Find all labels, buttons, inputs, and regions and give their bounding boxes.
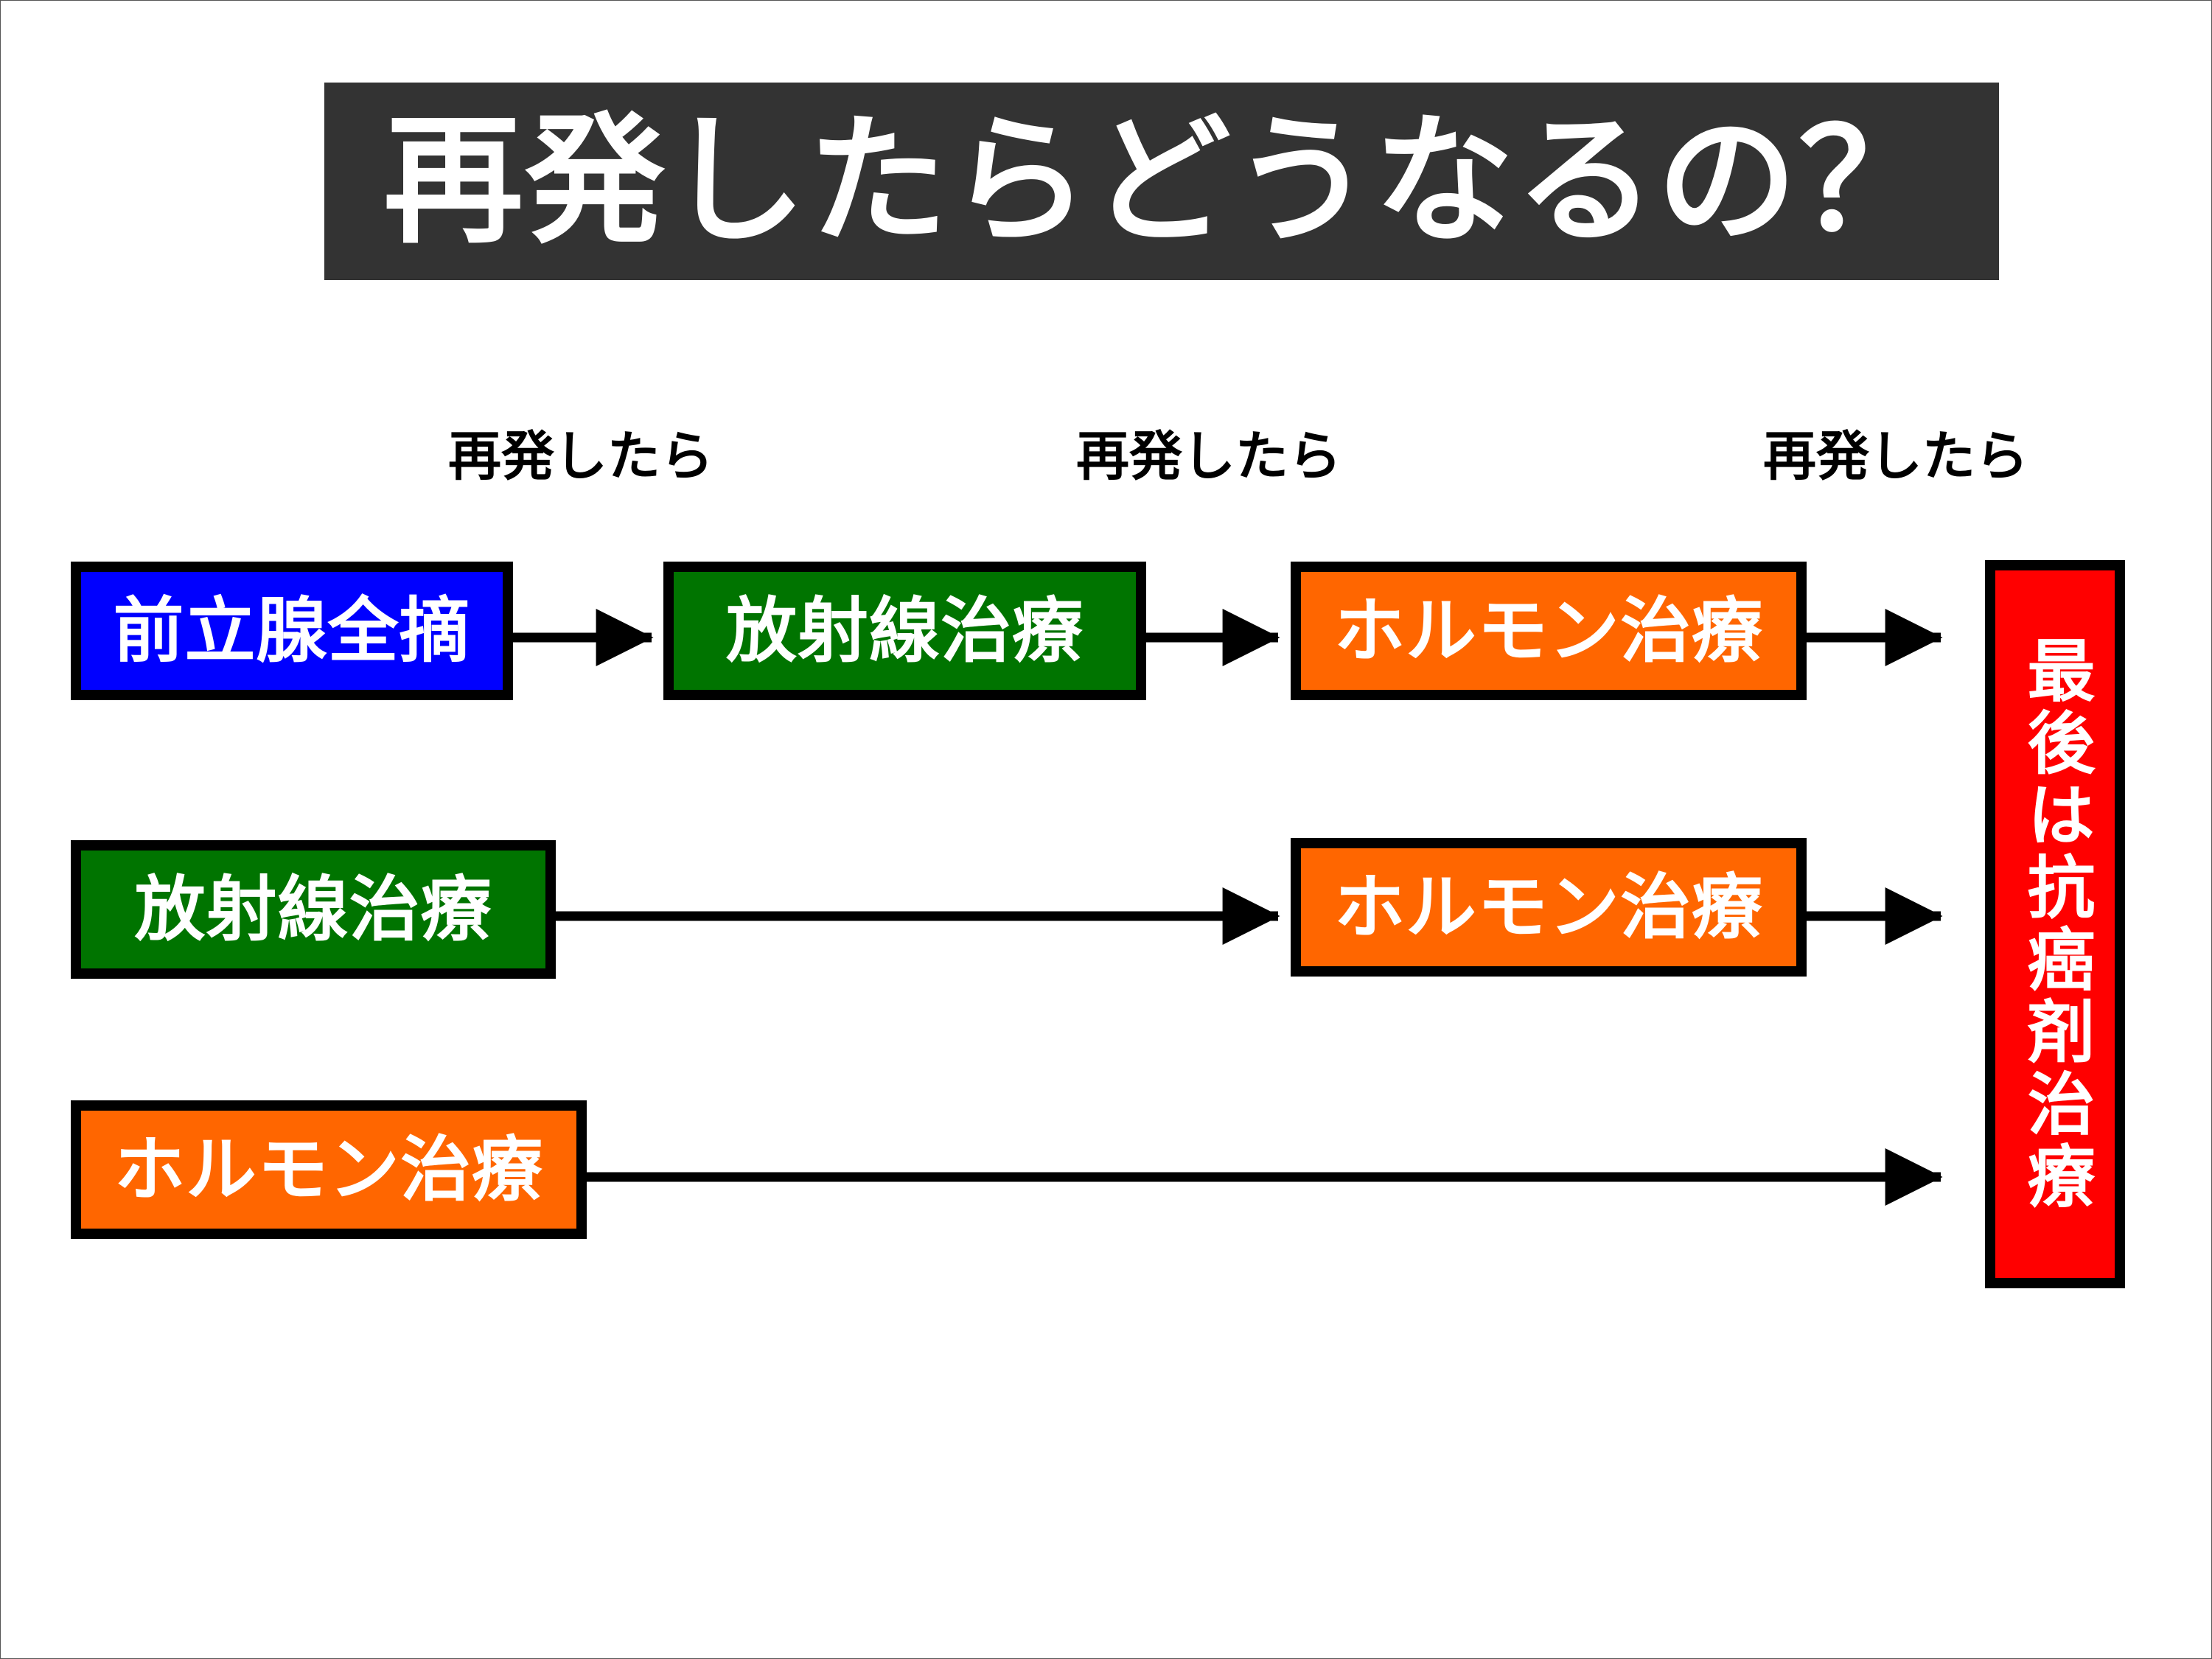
box-chemotherapy: 最後は抗癌剤治療 bbox=[1985, 560, 2125, 1288]
box-label: 最後は抗癌剤治療 bbox=[2016, 635, 2095, 1213]
page-title: 再発したらどうなるの？ bbox=[383, 99, 1940, 262]
box-label: ホルモン治療 bbox=[1334, 866, 1763, 949]
box-prostatectomy: 前立腺全摘 bbox=[71, 562, 513, 700]
recurrence-label-2: 再発したら bbox=[1076, 425, 1342, 487]
box-hormone-therapy: ホルモン治療 bbox=[71, 1100, 587, 1239]
recurrence-label-3: 再発したら bbox=[1763, 425, 2029, 487]
box-radiation-therapy: 放射線治療 bbox=[663, 562, 1146, 700]
box-label: 前立腺全摘 bbox=[113, 590, 471, 672]
box-label: ホルモン治療 bbox=[114, 1128, 543, 1211]
box-hormone-therapy: ホルモン治療 bbox=[1291, 562, 1807, 700]
box-hormone-therapy: ホルモン治療 bbox=[1291, 838, 1807, 977]
recurrence-label-1: 再発したら bbox=[448, 425, 714, 487]
box-radiation-therapy: 放射線治療 bbox=[71, 840, 556, 979]
title-banner: 再発したらどうなるの？ bbox=[324, 83, 1999, 280]
box-label: 放射線治療 bbox=[726, 590, 1084, 672]
box-label: ホルモン治療 bbox=[1334, 590, 1763, 672]
box-label: 放射線治療 bbox=[134, 868, 492, 951]
